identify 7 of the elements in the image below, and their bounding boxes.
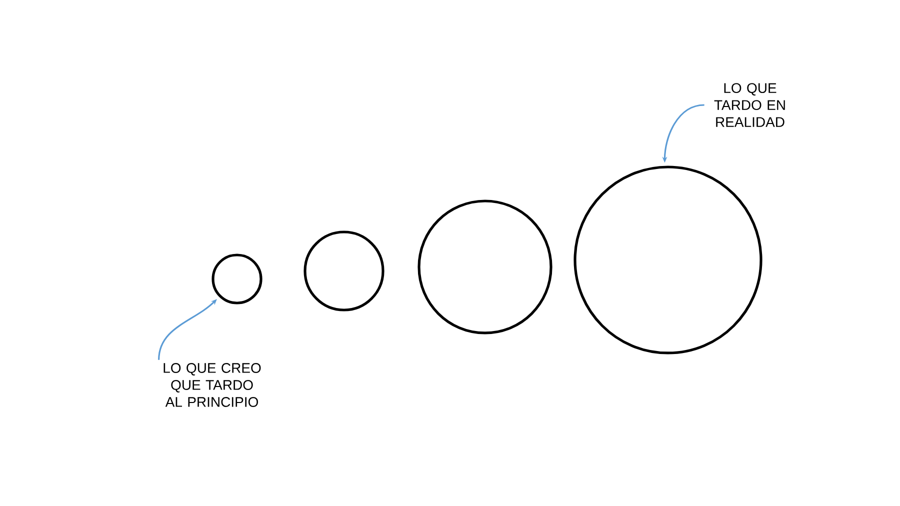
circle (574, 166, 762, 354)
arrow (158, 299, 217, 360)
text-label: LO QUE TARDO EN REALIDAD (714, 83, 785, 127)
circle (304, 230, 384, 312)
circle (212, 254, 262, 304)
circle (418, 200, 552, 334)
text-label: LO QUE CREO QUE TARDO AL PRINCIPIO (164, 363, 261, 407)
